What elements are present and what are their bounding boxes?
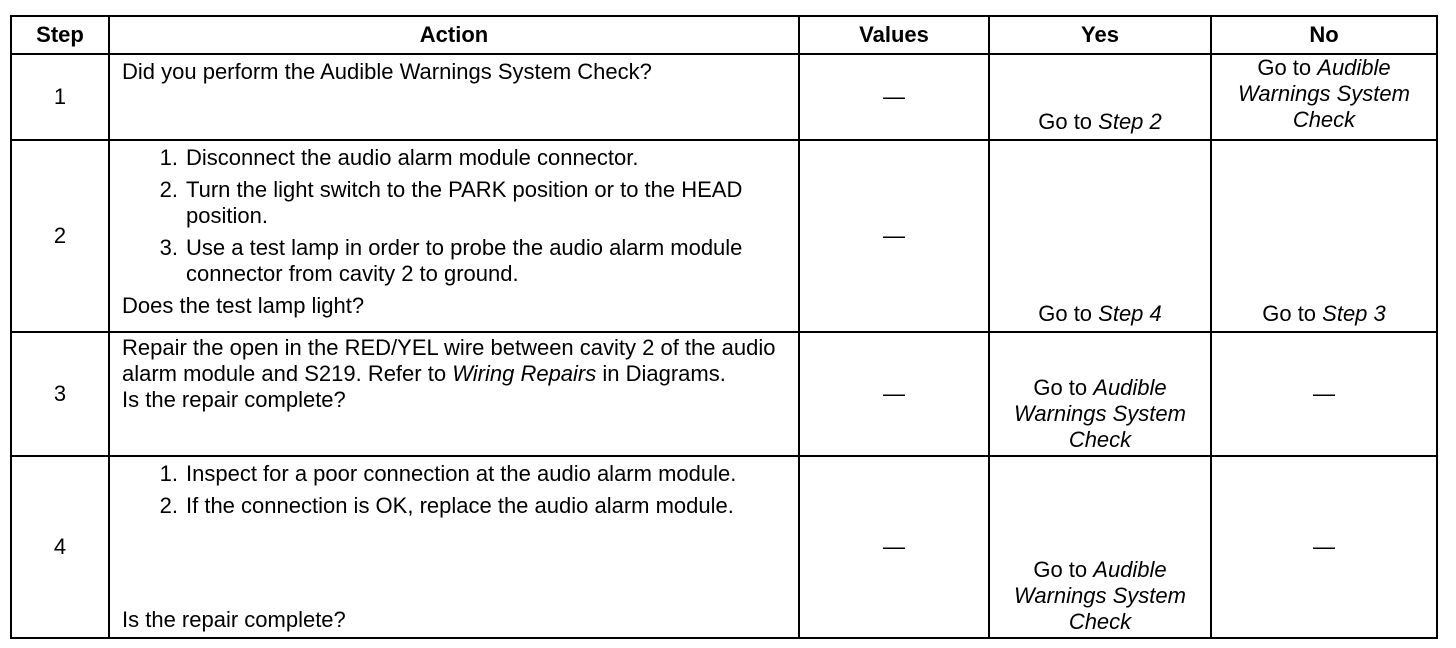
list-item: 1. Inspect for a poor connection at the … <box>159 461 737 486</box>
table-row: 4 1. Inspect for a poor connection at th… <box>10 455 1438 639</box>
no-link[interactable]: Step 3 <box>1322 301 1386 326</box>
table-row: 1 Did you perform the Audible Warnings S… <box>10 53 1438 141</box>
step-number: 1 <box>10 53 110 141</box>
values-cell: — <box>798 139 990 333</box>
yes-prefix: Go to <box>1038 109 1099 134</box>
yes-link[interactable]: Audible Warnings System Check <box>1014 557 1186 634</box>
action-cell: 1. Inspect for a poor connection at the … <box>108 455 800 639</box>
header-values: Values <box>798 15 990 55</box>
values-cell: — <box>798 331 990 457</box>
list-item: 2. If the connection is OK, replace the … <box>159 493 734 518</box>
yes-cell: Go to Audible Warnings System Check <box>988 331 1212 457</box>
no-prefix: Go to <box>1257 55 1318 80</box>
header-row: Step Action Values Yes No <box>10 15 1438 55</box>
yes-cell: Go to Step 4 <box>988 139 1212 333</box>
action-text: Repair the open in the RED/YEL wire betw… <box>122 335 776 386</box>
action-list: 1. Inspect for a poor connection at the … <box>122 461 790 519</box>
action-cell: Repair the open in the RED/YEL wire betw… <box>108 331 800 457</box>
step-number: 3 <box>10 331 110 457</box>
header-step: Step <box>10 15 110 55</box>
table-row: 2 1. Disconnect the audio alarm module c… <box>10 139 1438 333</box>
values-cell: — <box>798 53 990 141</box>
values-cell: — <box>798 455 990 639</box>
list-item: 1. Disconnect the audio alarm module con… <box>159 145 639 170</box>
no-link[interactable]: Audible Warnings System Check <box>1238 55 1410 132</box>
wiring-repairs-link[interactable]: Wiring Repairs <box>452 361 597 386</box>
action-question: Is the repair complete? <box>122 387 346 412</box>
action-cell: Did you perform the Audible Warnings Sys… <box>108 53 800 141</box>
step-number: 2 <box>10 139 110 333</box>
header-no: No <box>1210 15 1438 55</box>
header-yes: Yes <box>988 15 1212 55</box>
yes-link[interactable]: Audible Warnings System Check <box>1014 375 1186 452</box>
yes-cell: Go to Audible Warnings System Check <box>988 455 1212 639</box>
action-list: 1. Disconnect the audio alarm module con… <box>122 145 790 287</box>
list-item: 3. Use a test lamp in order to probe the… <box>159 235 743 286</box>
no-cell: Go to Audible Warnings System Check <box>1210 53 1438 141</box>
yes-link[interactable]: Step 2 <box>1098 109 1162 134</box>
no-cell: — <box>1210 455 1438 639</box>
no-cell: Go to Step 3 <box>1210 139 1438 333</box>
action-question: Is the repair complete? <box>122 607 346 632</box>
step-number: 4 <box>10 455 110 639</box>
header-action: Action <box>108 15 800 55</box>
yes-link[interactable]: Step 4 <box>1098 301 1162 326</box>
diagnostic-table: Step Action Values Yes No 1 Did you perf… <box>10 15 1438 639</box>
action-cell: 1. Disconnect the audio alarm module con… <box>108 139 800 333</box>
no-cell: — <box>1210 331 1438 457</box>
table-row: 3 Repair the open in the RED/YEL wire be… <box>10 331 1438 457</box>
yes-cell: Go to Step 2 <box>988 53 1212 141</box>
action-question: Does the test lamp light? <box>122 293 365 318</box>
list-item: 2. Turn the light switch to the PARK pos… <box>159 177 743 228</box>
action-question: Did you perform the Audible Warnings Sys… <box>122 59 652 84</box>
